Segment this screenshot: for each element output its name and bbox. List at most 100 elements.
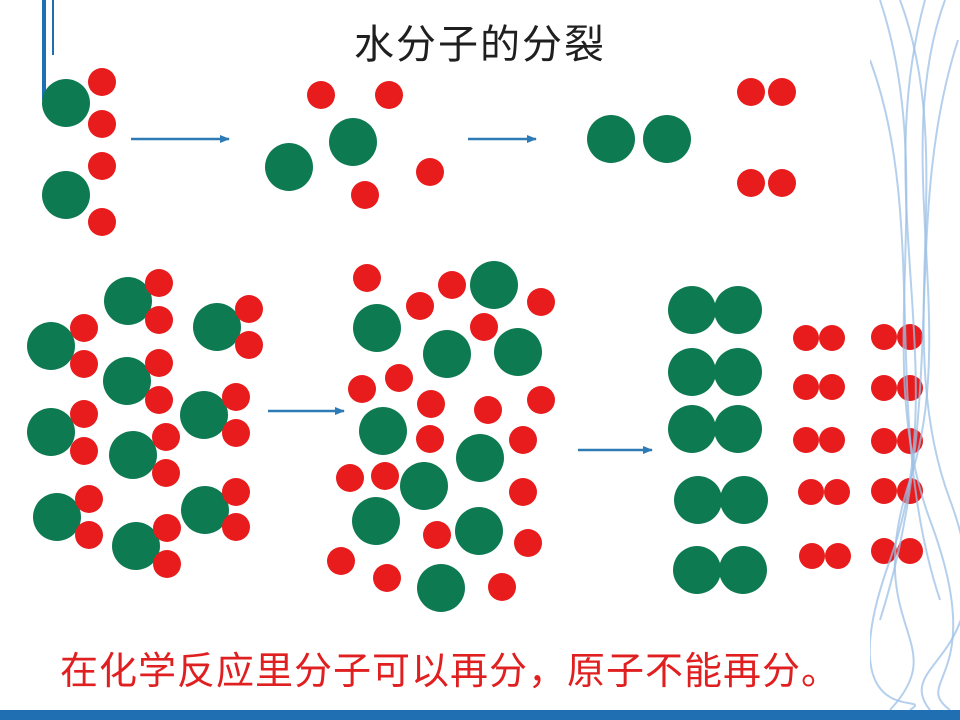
hydrogen-atom: [70, 400, 98, 428]
hydrogen-atom: [88, 110, 116, 138]
hydrogen-atom: [75, 485, 103, 513]
hydrogen-atom: [799, 543, 825, 569]
oxygen-atom: [714, 286, 762, 334]
hydrogen-atom: [88, 68, 116, 96]
hydrogen-atom: [406, 292, 434, 320]
oxygen-atom: [673, 546, 721, 594]
hydrogen-atom: [514, 529, 542, 557]
decorative-curve: [870, 0, 926, 710]
oxygen-atom: [668, 405, 716, 453]
hydrogen-atom: [145, 386, 173, 414]
hydrogen-atom: [819, 427, 845, 453]
hydrogen-atom: [153, 550, 181, 578]
oxygen-atom: [643, 115, 691, 163]
hydrogen-atom: [70, 350, 98, 378]
hydrogen-atom: [897, 538, 923, 564]
hydrogen-atom: [70, 437, 98, 465]
page-title: 水分子的分裂: [354, 22, 606, 68]
oxygen-atom: [714, 405, 762, 453]
hydrogen-atom: [385, 364, 413, 392]
hydrogen-atom: [152, 459, 180, 487]
hydrogen-atom: [527, 386, 555, 414]
decorative-curve: [899, 0, 960, 710]
decorative-curve: [879, 0, 955, 710]
hydrogen-atom: [235, 295, 263, 323]
hydrogen-atom: [222, 419, 250, 447]
oxygen-atom: [33, 493, 81, 541]
oxygen-atom: [42, 171, 90, 219]
oxygen-atom: [456, 434, 504, 482]
decorative-curve: [879, 39, 959, 621]
oxygen-atom: [193, 303, 241, 351]
oxygen-atom: [112, 522, 160, 570]
oxygen-atom: [353, 304, 401, 352]
hydrogen-atom: [373, 564, 401, 592]
hydrogen-atom: [768, 169, 796, 197]
hydrogen-atom: [327, 547, 355, 575]
hydrogen-atom: [416, 158, 444, 186]
hydrogen-atom: [145, 269, 173, 297]
hydrogen-atom: [70, 314, 98, 342]
hydrogen-atom: [793, 325, 819, 351]
oxygen-atom: [103, 357, 151, 405]
oxygen-atom: [27, 322, 75, 370]
decorative-curve: [870, 59, 941, 601]
oxygen-atom: [400, 462, 448, 510]
oxygen-atom: [109, 431, 157, 479]
hydrogen-atom: [336, 464, 364, 492]
hydrogen-atom: [88, 152, 116, 180]
oxygen-atom: [265, 143, 313, 191]
decorative-curve: [889, 0, 946, 710]
hydrogen-atom: [527, 288, 555, 316]
hydrogen-atom: [371, 462, 399, 490]
hydrogen-atom: [88, 208, 116, 236]
hydrogen-atom: [798, 479, 824, 505]
hydrogen-atom: [819, 374, 845, 400]
oxygen-atom: [180, 391, 228, 439]
oxygen-atom: [417, 564, 465, 612]
left-accent-rule-thin: [52, 0, 54, 55]
oxygen-atom: [455, 507, 503, 555]
hydrogen-atom: [145, 349, 173, 377]
hydrogen-atom: [871, 478, 897, 504]
oxygen-atom: [27, 408, 75, 456]
oxygen-atom: [714, 348, 762, 396]
hydrogen-atom: [235, 331, 263, 359]
oxygen-atom: [359, 407, 407, 455]
oxygen-atom: [720, 476, 768, 524]
oxygen-atom: [329, 118, 377, 166]
hydrogen-atom: [351, 181, 379, 209]
oxygen-atom: [587, 115, 635, 163]
oxygen-atom: [719, 546, 767, 594]
hydrogen-atom: [871, 375, 897, 401]
hydrogen-atom: [509, 426, 537, 454]
hydrogen-atom: [768, 78, 796, 106]
oxygen-atom: [352, 497, 400, 545]
hydrogen-atom: [819, 325, 845, 351]
oxygen-atom: [423, 330, 471, 378]
oxygen-atom: [494, 328, 542, 376]
hydrogen-atom: [871, 324, 897, 350]
hydrogen-atom: [488, 573, 516, 601]
oxygen-atom: [104, 277, 152, 325]
hydrogen-atom: [474, 396, 502, 424]
hydrogen-atom: [417, 390, 445, 418]
hydrogen-atom: [152, 423, 180, 451]
hydrogen-atom: [423, 521, 451, 549]
hydrogen-atom: [222, 383, 250, 411]
hydrogen-atom: [222, 513, 250, 541]
decorative-curves: [870, 0, 960, 710]
hydrogen-atom: [737, 169, 765, 197]
hydrogen-atom: [737, 78, 765, 106]
hydrogen-atom: [470, 313, 498, 341]
hydrogen-atom: [509, 478, 537, 506]
hydrogen-atom: [871, 428, 897, 454]
conclusion-caption: 在化学反应里分子可以再分，原子不能再分。: [60, 649, 841, 693]
left-accent-rule: [42, 0, 46, 100]
hydrogen-atom: [222, 478, 250, 506]
oxygen-atom: [181, 486, 229, 534]
oxygen-atom: [470, 261, 518, 309]
hydrogen-atom: [825, 543, 851, 569]
hydrogen-atom: [824, 479, 850, 505]
